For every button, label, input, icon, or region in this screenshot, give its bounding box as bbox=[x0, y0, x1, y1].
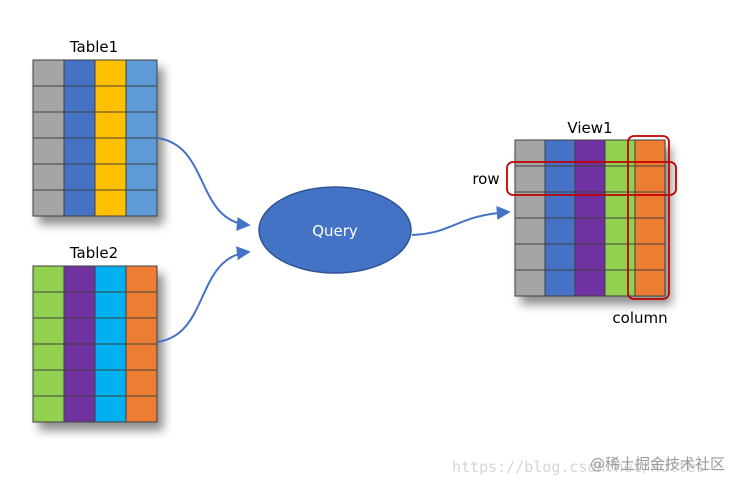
table1-cell bbox=[63, 137, 96, 165]
view1-cell bbox=[514, 165, 546, 193]
table2-cell bbox=[125, 395, 158, 423]
table2-cell bbox=[63, 265, 96, 293]
view1-cell bbox=[544, 217, 576, 245]
table2-cell bbox=[63, 343, 96, 371]
table1-cell bbox=[32, 163, 65, 191]
table1-cell bbox=[32, 111, 65, 139]
table1-grid bbox=[32, 59, 158, 217]
table2-cell bbox=[63, 369, 96, 397]
table1-cell bbox=[63, 85, 96, 113]
table2-cell bbox=[94, 317, 127, 345]
table2-cell bbox=[32, 265, 65, 293]
view1-cell bbox=[604, 243, 636, 271]
table2-title: Table2 bbox=[69, 244, 118, 262]
table2-cell bbox=[63, 395, 96, 423]
table2-cell bbox=[94, 265, 127, 293]
view1-cell bbox=[544, 165, 576, 193]
view1-cell bbox=[514, 191, 546, 219]
view1-cell bbox=[574, 269, 606, 297]
table1-cell bbox=[125, 163, 158, 191]
view1-cell bbox=[604, 217, 636, 245]
view1-cell bbox=[634, 217, 666, 245]
arrow-table1-to-query bbox=[156, 137, 251, 231]
watermark-brand: @稀土掘金技术社区 bbox=[590, 455, 725, 473]
watermark-url: https://blog.csdn.net/Kdltes bbox=[452, 458, 705, 476]
arrow-table2-to-query bbox=[156, 246, 251, 343]
table1-cell bbox=[125, 137, 158, 165]
table2-cell bbox=[63, 317, 96, 345]
table2-cell bbox=[32, 343, 65, 371]
table1-cell bbox=[125, 111, 158, 139]
table2-cell bbox=[32, 395, 65, 423]
table2-cell bbox=[125, 265, 158, 293]
table1-cell bbox=[94, 189, 127, 217]
table2-cell bbox=[125, 317, 158, 345]
view1-cell bbox=[574, 243, 606, 271]
table1-cell bbox=[63, 163, 96, 191]
table2-grid bbox=[32, 265, 158, 423]
table1-cell bbox=[32, 189, 65, 217]
view1-grid bbox=[514, 139, 666, 297]
table2-cell bbox=[32, 291, 65, 319]
table2-cell bbox=[125, 291, 158, 319]
table1-cell bbox=[125, 59, 158, 87]
table1-cell bbox=[32, 137, 65, 165]
view1-cell bbox=[514, 269, 546, 297]
table1-cell bbox=[32, 85, 65, 113]
table1-cell bbox=[94, 85, 127, 113]
table1-cell bbox=[94, 137, 127, 165]
arrow-query-to-view1 bbox=[411, 205, 511, 236]
view1-cell bbox=[514, 217, 546, 245]
table1-cell bbox=[94, 163, 127, 191]
table1-cell bbox=[125, 85, 158, 113]
table2-cell bbox=[32, 317, 65, 345]
query-label: Query bbox=[312, 222, 358, 240]
view1-cell bbox=[634, 191, 666, 219]
table1-cell bbox=[94, 59, 127, 87]
view1-cell bbox=[604, 165, 636, 193]
column-highlight-box bbox=[627, 135, 670, 300]
table2-cell bbox=[125, 369, 158, 397]
table1-cell bbox=[63, 189, 96, 217]
query-node bbox=[258, 186, 412, 274]
view1-cell bbox=[604, 191, 636, 219]
table2-cell bbox=[125, 343, 158, 371]
view1-cell bbox=[544, 243, 576, 271]
view1-cell bbox=[634, 269, 666, 297]
column-label: column bbox=[612, 309, 667, 327]
table1-cell bbox=[94, 111, 127, 139]
view1-cell bbox=[574, 165, 606, 193]
table2-cell bbox=[94, 343, 127, 371]
table2-cell bbox=[32, 369, 65, 397]
table1-cell bbox=[32, 59, 65, 87]
table2-cell bbox=[63, 291, 96, 319]
view1-cell bbox=[604, 269, 636, 297]
table2-cell bbox=[94, 291, 127, 319]
view1-cell bbox=[634, 165, 666, 193]
view1-title: View1 bbox=[567, 119, 612, 137]
table1-title: Table1 bbox=[69, 38, 118, 56]
table1-cell bbox=[125, 189, 158, 217]
view1-cell bbox=[544, 269, 576, 297]
view1-cell bbox=[634, 243, 666, 271]
table2-cell bbox=[94, 369, 127, 397]
view1-cell bbox=[574, 217, 606, 245]
row-label: row bbox=[472, 170, 499, 188]
table2-cell bbox=[94, 395, 127, 423]
row-highlight-box bbox=[506, 161, 677, 196]
view1-cell bbox=[514, 243, 546, 271]
table1-cell bbox=[63, 111, 96, 139]
table1-cell bbox=[63, 59, 96, 87]
